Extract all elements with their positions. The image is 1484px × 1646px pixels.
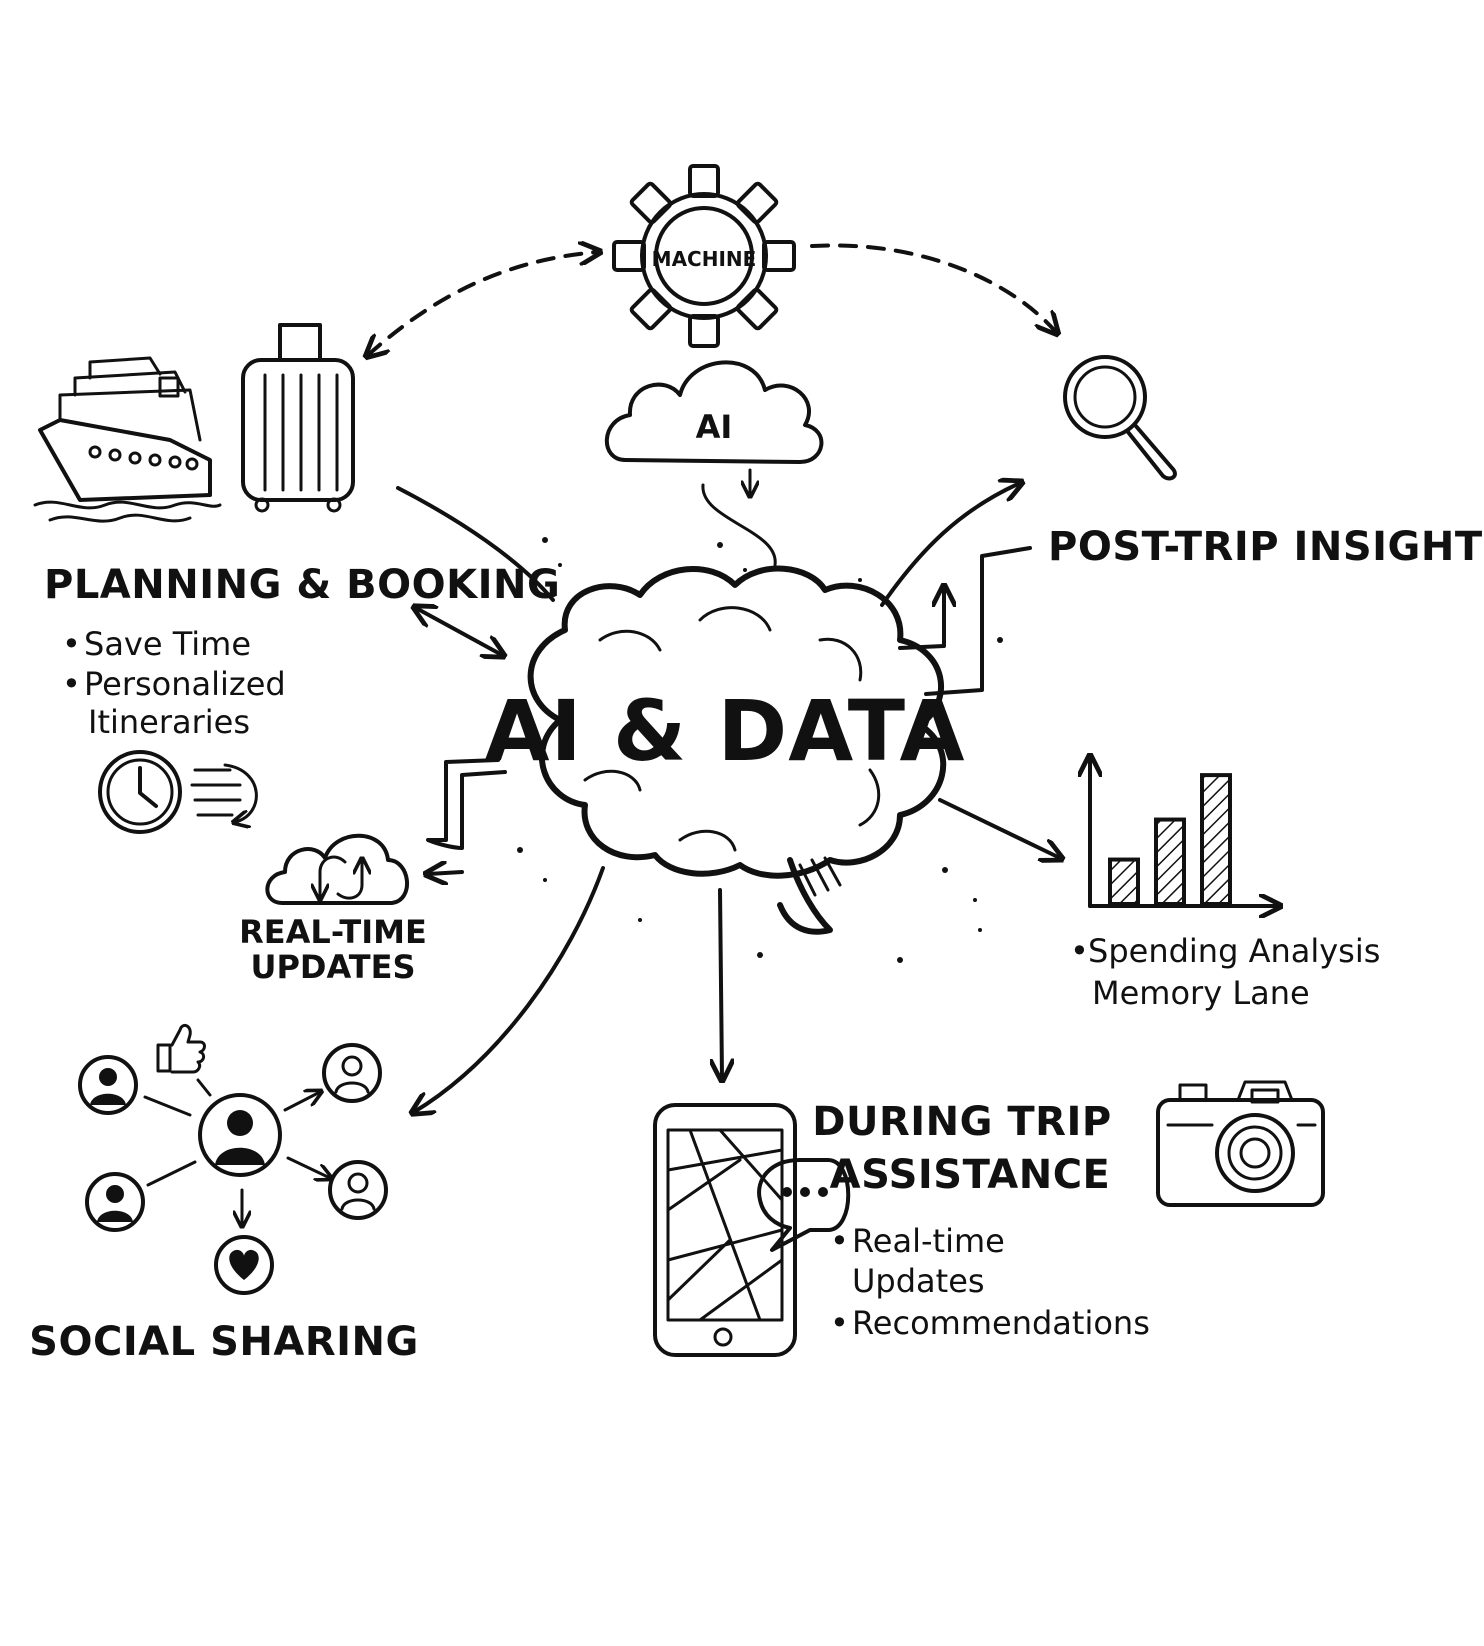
social-network-icon [143, 1078, 330, 1225]
smartphone-map-icon [653, 1103, 797, 1357]
user-icon [78, 1055, 138, 1115]
cloud-label: AI [696, 408, 733, 446]
arrow-planning-brain [416, 608, 502, 655]
connector-realtime [426, 758, 507, 850]
during-title-line1: DURING TRIP [812, 1099, 1111, 1145]
chart-bar-2 [1154, 817, 1186, 906]
user-icon [85, 1172, 145, 1232]
during-title-line2: ASSISTANCE [830, 1152, 1111, 1198]
during-bullet-dot-2: • [830, 1304, 849, 1342]
heart-icon [214, 1235, 274, 1295]
chart-bars [1108, 773, 1232, 906]
arrow-during [720, 888, 722, 1078]
user-icon [198, 1093, 282, 1177]
brain-icon [527, 565, 947, 935]
chart-bar-3 [1200, 773, 1232, 906]
realtime-line2: UPDATES [250, 948, 415, 986]
planning-bullet-1: Save Time [84, 625, 251, 663]
clock-icon [98, 750, 182, 834]
dashed-arrow-machine-insights [810, 243, 1056, 332]
cloud-icon [604, 360, 824, 464]
connector-planning-curve [396, 486, 555, 602]
spending-line1: Spending Analysis [1088, 932, 1380, 970]
during-bullet-2: Updates [852, 1262, 985, 1300]
speed-lines-icon [190, 763, 258, 822]
during-bullet-1: Real-time [852, 1222, 1005, 1260]
thumbs-up-icon [156, 1023, 206, 1074]
camera-icon [1156, 1080, 1325, 1207]
gear-icon [612, 164, 796, 348]
connector-insights [924, 546, 1032, 696]
chat-bubble-icon [757, 1158, 851, 1252]
planning-bullet-dot-2: • [62, 665, 81, 703]
chart-bar-1 [1108, 857, 1140, 906]
spending-bullet-dot: • [1070, 932, 1089, 970]
realtime-line1: REAL-TIME [239, 913, 427, 951]
connectors [396, 483, 1060, 1112]
machine-label: MACHINE [652, 247, 757, 271]
arrow-insights-curve [880, 483, 1020, 607]
social-title: SOCIAL SHARING [29, 1319, 419, 1365]
bar-chart-icon [1090, 758, 1278, 906]
cruise-ship-icon [33, 356, 222, 523]
planning-bullet-dot-1: • [62, 625, 81, 663]
spending-line2: Memory Lane [1092, 974, 1310, 1012]
speckles-decoration [517, 537, 1003, 963]
post-title: POST-TRIP INSIGHTS [1048, 524, 1484, 570]
center-title: AI & DATA [484, 682, 965, 780]
arrow-spending [938, 798, 1060, 858]
user-icon [328, 1160, 388, 1220]
during-bullet-3: Recommendations [852, 1304, 1150, 1342]
arrow-social [414, 866, 605, 1112]
magnifier-icon [1063, 355, 1177, 481]
planning-bullet-2: Personalized [84, 665, 286, 703]
suitcase-icon [241, 323, 355, 513]
cloud-sync-icon [265, 833, 409, 905]
user-icon [322, 1043, 382, 1103]
planning-bullet-3: Itineraries [88, 703, 250, 741]
arrow-realtime [428, 872, 464, 874]
arrow-insights-step [898, 588, 944, 650]
dashed-arrow-planning-machine [368, 252, 598, 355]
planning-title: PLANNING & BOOKING [44, 562, 560, 608]
cloud-wire [701, 483, 777, 567]
during-bullet-dot-1: • [830, 1222, 849, 1260]
